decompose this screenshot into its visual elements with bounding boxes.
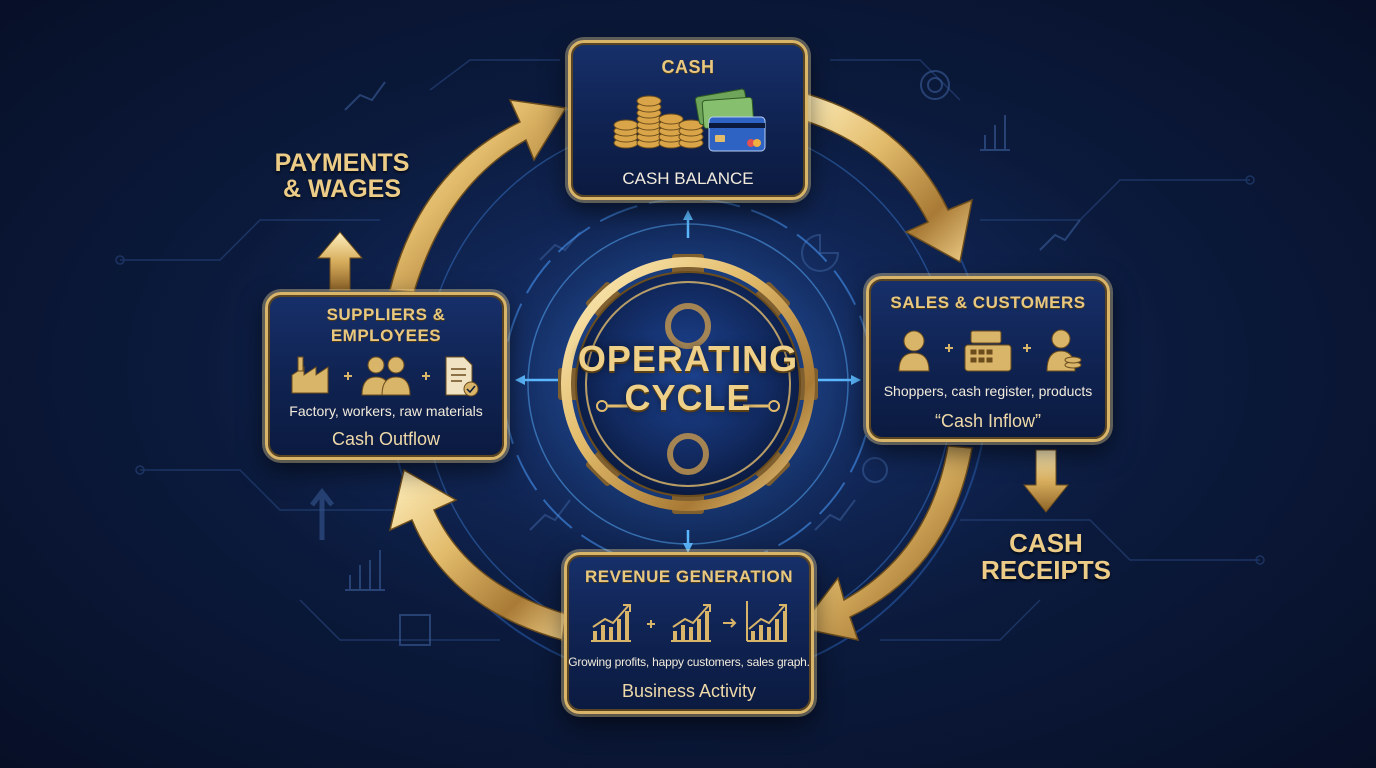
center-title-line2: CYCLE	[624, 377, 752, 418]
revenue-title: REVENUE GENERATION	[585, 567, 793, 586]
plus-icon	[1023, 344, 1031, 352]
coin-stack-icon	[613, 95, 704, 149]
credit-card-icon	[708, 116, 766, 152]
cash-card: CASH CASH BALANCE	[568, 40, 808, 200]
revenue-icons	[591, 601, 787, 642]
products-icon	[1046, 329, 1082, 372]
center-title-line1: OPERATING	[577, 338, 799, 379]
receipts-down-arrow	[1022, 449, 1070, 513]
cash-balance-label: CASH BALANCE	[622, 169, 754, 188]
sales-card: SALES & CUSTOMERS Shoppers, cash registe…	[866, 276, 1110, 442]
workers-icon	[361, 356, 411, 396]
sales-graph-icon	[746, 601, 787, 642]
suppliers-description: Factory, workers, raw materials	[289, 403, 483, 419]
revenue-footer: Business Activity	[621, 681, 757, 701]
arrow-cash-to-sales	[795, 91, 974, 264]
sales-icons	[898, 329, 1082, 372]
receipts-line2: RECEIPTS	[980, 555, 1112, 586]
arrow-right-icon	[723, 618, 737, 628]
suppliers-card: SUPPLIERS & EMPLOYEES Factory, workers, …	[265, 292, 507, 460]
growth-chart-icon	[671, 604, 711, 642]
revenue-description: Growing profits, happy customers, sales …	[568, 655, 810, 669]
plus-icon	[647, 620, 655, 628]
plus-icon	[344, 372, 352, 380]
payments-line1: PAYMENTS	[274, 149, 410, 177]
suppliers-title-line1: SUPPLIERS &	[326, 305, 446, 324]
revenue-card: REVENUE GENERATION Growing profits, happ…	[564, 552, 814, 714]
suppliers-title-line2: EMPLOYEES	[330, 326, 442, 345]
arrow-revenue-to-suppliers	[388, 468, 567, 641]
payments-up-arrow	[316, 231, 364, 291]
center-connectors	[515, 210, 861, 553]
center-title: OPERATING CYCLE	[568, 340, 808, 418]
factory-icon	[291, 356, 329, 394]
raw-materials-document-icon	[445, 356, 479, 397]
payments-line2: & WAGES	[282, 175, 402, 204]
sales-footer: “Cash Inflow”	[934, 411, 1042, 431]
sales-description: Shoppers, cash register, products	[883, 383, 1093, 399]
plus-icon	[422, 372, 430, 380]
payments-wages-label: PAYMENTS & WAGES	[262, 150, 422, 203]
cash-title: CASH	[661, 57, 715, 77]
sales-title: SALES & CUSTOMERS	[890, 293, 1086, 312]
receipts-line1: CASH	[1009, 528, 1083, 558]
circuit-lines	[115, 59, 1265, 641]
cycle-arrows	[388, 91, 974, 642]
center-gear-icon	[558, 254, 818, 514]
growth-chart-icon	[591, 604, 631, 642]
arrow-suppliers-to-cash	[389, 99, 568, 293]
cash-icons	[613, 88, 766, 152]
cash-receipts-label: CASH RECEIPTS	[966, 528, 1126, 586]
suppliers-footer: Cash Outflow	[331, 429, 441, 449]
cash-register-icon	[964, 330, 1012, 372]
plus-icon	[945, 344, 953, 352]
shopper-icon	[898, 330, 930, 372]
suppliers-icons	[291, 356, 479, 397]
